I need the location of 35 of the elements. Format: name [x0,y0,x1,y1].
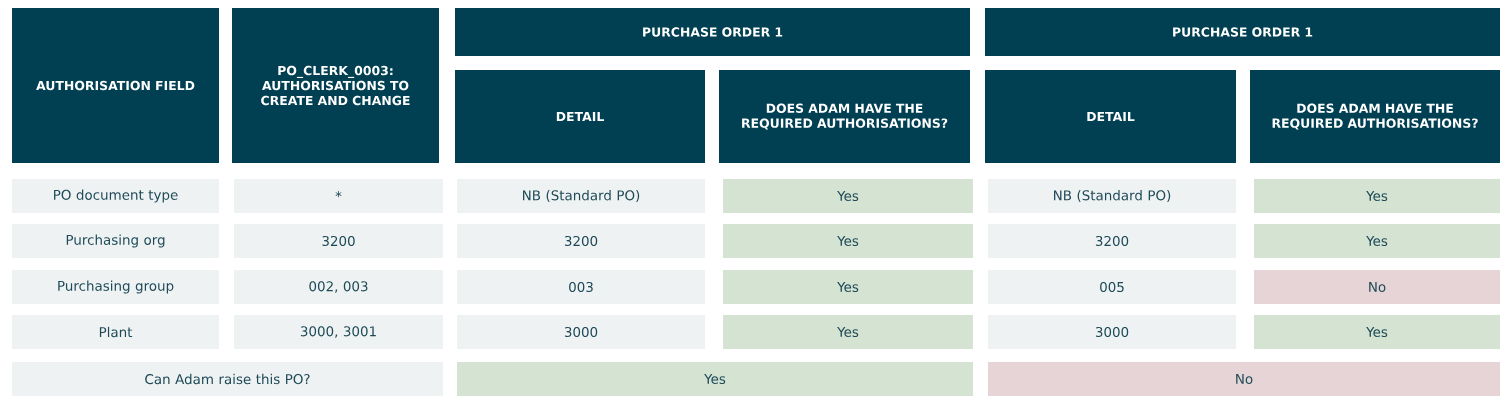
table-cell: 3000, 3001 [234,315,443,349]
table-cell: Yes [723,224,973,258]
table-cell: 3200 [234,224,443,258]
table-cell: Plant [12,315,219,349]
table-cell: Yes [457,362,973,396]
table-cell: 3200 [988,224,1236,258]
table-cell: 3000 [457,315,705,349]
table-cell: Yes [1254,179,1500,213]
header-cell: AUTHORISATION FIELD [12,8,219,163]
table-cell: Purchasing group [12,270,219,304]
header-cell: DOES ADAM HAVE THE REQUIRED AUTHORISATIONS? [719,70,970,163]
table-cell: 3200 [457,224,705,258]
header-cell: PURCHASE ORDER 1 [455,8,970,56]
header-cell: DETAIL [455,70,705,163]
table-cell: 002, 003 [234,270,443,304]
table-cell: 3000 [988,315,1236,349]
table-cell: Yes [1254,315,1500,349]
table-cell: Purchasing org [12,224,219,258]
table-cell: No [1254,270,1500,304]
table-cell: No [988,362,1500,396]
header-cell: DOES ADAM HAVE THE REQUIRED AUTHORISATIONS? [1250,70,1500,163]
table-cell: Yes [723,179,973,213]
table-cell: PO document type [12,179,219,213]
table-cell: Yes [723,270,973,304]
table-cell: NB (Standard PO) [988,179,1236,213]
table-cell: 005 [988,270,1236,304]
header-cell: DETAIL [985,70,1236,163]
table-cell: 003 [457,270,705,304]
table-cell: * [234,179,443,213]
header-cell: PURCHASE ORDER 1 [985,8,1500,56]
table-cell: Can Adam raise this PO? [12,362,443,396]
table-cell: Yes [1254,224,1500,258]
table-cell: NB (Standard PO) [457,179,705,213]
header-cell: PO_CLERK_0003: AUTHORISATIONS TO CREATE AND CHANGE [232,8,439,163]
table-cell: Yes [723,315,973,349]
